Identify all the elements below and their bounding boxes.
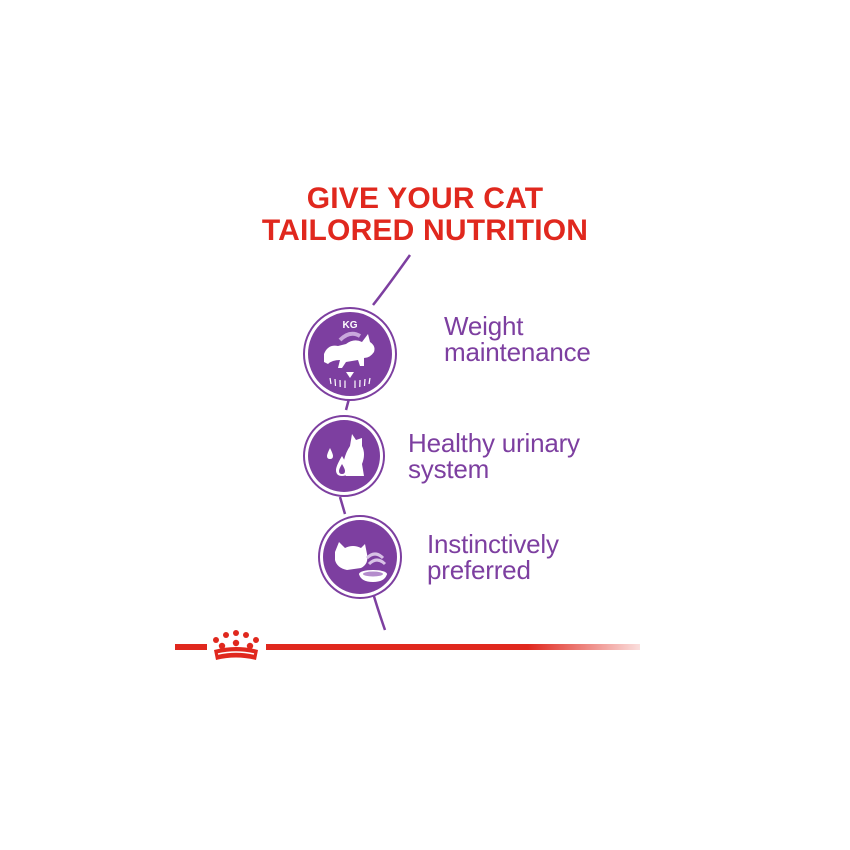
weight-badge: KG [302, 306, 398, 402]
urinary-badge [302, 414, 386, 498]
headline-line-1: GIVE YOUR CAT [306, 182, 544, 215]
benefit-urinary-line-2: system [408, 454, 490, 484]
footer-rule-right [266, 644, 640, 650]
benefit-weight: Weight maintenance [444, 313, 591, 365]
benefit-preferred-line-2: preferred [427, 555, 531, 585]
headline-line-2: TAILORED NUTRITION [261, 214, 589, 247]
royal-crown-logo [208, 628, 264, 664]
benefit-preferred: Instinctively preferred [427, 531, 559, 583]
benefit-weight-line-2: maintenance [444, 337, 591, 367]
weight-scale-cat-icon: KG [303, 307, 397, 401]
headline: GIVE YOUR CAT TAILORED NUTRITION [0, 183, 850, 247]
benefit-weight-line-1: Weight [444, 311, 524, 341]
benefit-preferred-line-1: Instinctively [427, 529, 559, 559]
benefit-urinary-line-1: Healthy urinary [408, 428, 580, 458]
benefit-urinary: Healthy urinary system [408, 430, 580, 482]
kg-label: KG [343, 320, 358, 331]
cat-eating-bowl-icon [318, 515, 402, 599]
urinary-drop-cat-icon [303, 415, 385, 497]
preferred-badge [317, 514, 403, 600]
footer-rule-left [175, 644, 207, 650]
